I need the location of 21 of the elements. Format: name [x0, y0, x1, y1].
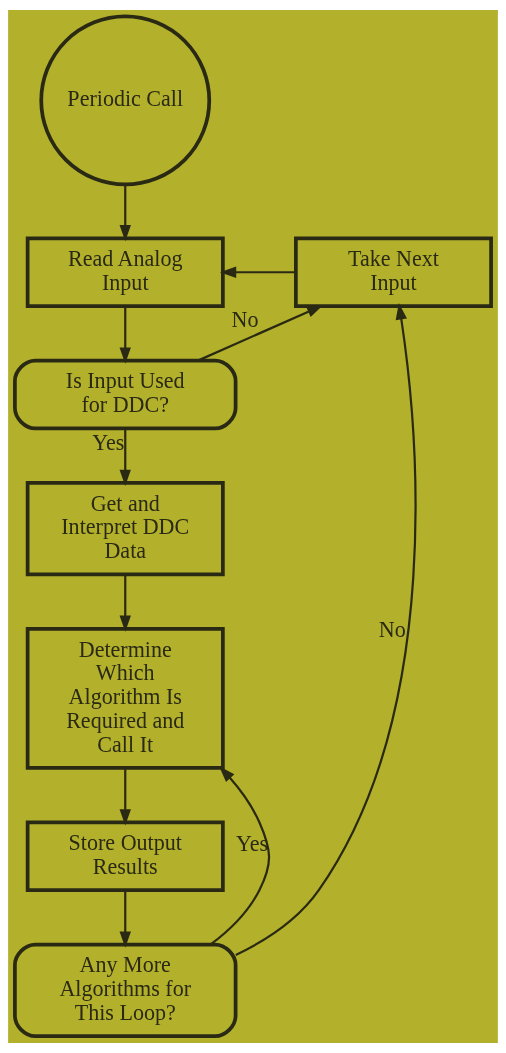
edge-label: No	[378, 616, 406, 642]
node-box: Determine Which Algorithm Is Required and Call It	[25, 626, 225, 770]
arrow	[219, 266, 296, 278]
arrow	[119, 184, 131, 242]
node-box: Any More Algorithms for This Loop?	[13, 942, 238, 1039]
arrow	[119, 306, 131, 364]
arrow	[235, 303, 417, 956]
node-box: Read Analog Input	[25, 236, 225, 309]
node-box: Is Input Used for DDC?	[13, 358, 238, 431]
edge-label: Yes	[236, 830, 269, 856]
arrow	[119, 768, 131, 826]
node-box: Store Output Results	[25, 820, 225, 893]
arrow	[119, 428, 131, 486]
node-circle: Periodic Call	[39, 14, 212, 187]
arrow	[119, 890, 131, 948]
arrow	[119, 574, 131, 632]
node-box: Get and Interpret DDC Data	[25, 480, 225, 577]
edge-label: No	[231, 307, 259, 333]
arrow	[210, 766, 271, 946]
node-box: Take Next Input	[294, 236, 493, 309]
edge-label: Yes	[92, 429, 125, 455]
